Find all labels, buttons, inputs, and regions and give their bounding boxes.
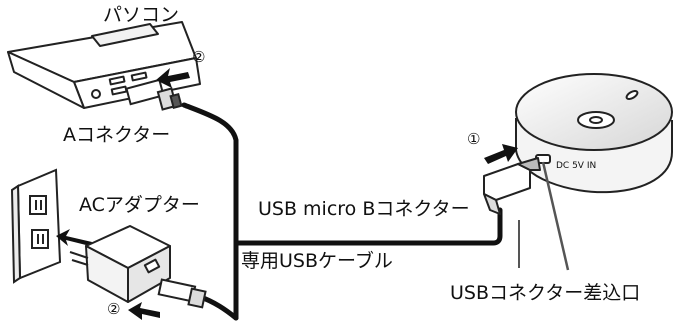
arrow-to-outlet — [56, 229, 92, 246]
ac-adapter-label: ACアダプター — [79, 194, 200, 216]
step2-pc-marker: ② — [192, 48, 206, 66]
arrow-pc-step2 — [156, 68, 190, 88]
pc-label: パソコン — [103, 4, 180, 26]
usb-port-label: USBコネクター差込口 — [450, 282, 641, 304]
ac-adapter — [69, 225, 171, 303]
arrow-adapter-step2 — [128, 302, 160, 320]
step1-marker: ① — [467, 130, 481, 148]
cable-label: 専用USBケーブル — [241, 250, 393, 272]
usb-micro-b-label: USB micro Bコネクター — [258, 198, 470, 220]
arrow-step1 — [484, 144, 518, 164]
a-connector-label: Aコネクター — [63, 124, 171, 146]
micro-b-plug — [483, 157, 541, 215]
port-callout-line — [541, 161, 570, 271]
usb-a-plug-pc — [125, 78, 183, 111]
wall-outlet — [10, 168, 62, 284]
device-illustration — [515, 73, 673, 194]
pc-illustration — [7, 21, 201, 109]
usb-a-plug-adapter — [157, 278, 207, 309]
dc-input-marking: DC 5V IN — [556, 161, 597, 171]
step2-adapter-marker: ② — [107, 300, 121, 318]
